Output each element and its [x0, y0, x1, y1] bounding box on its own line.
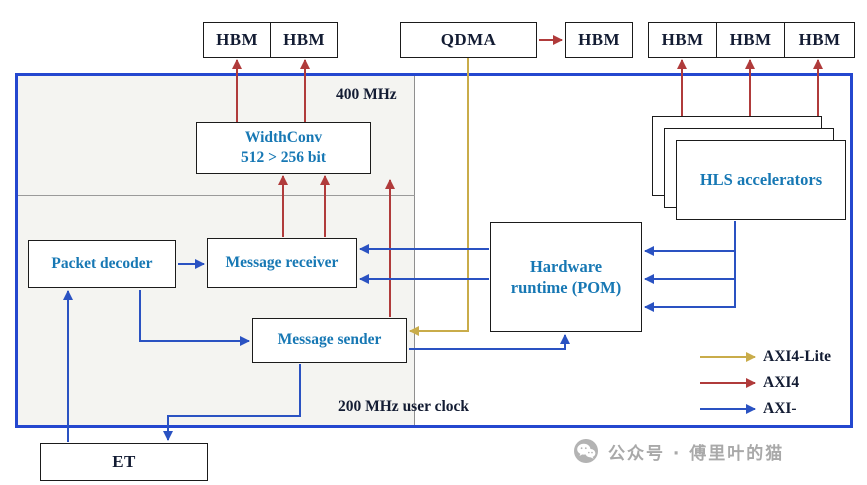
hbm-box-right-2: HBM: [716, 22, 785, 58]
clock-400mhz-label: 400 MHz: [336, 86, 397, 103]
hardware-runtime-module: Hardware runtime (POM): [490, 222, 642, 332]
hbm-box-left-1: HBM: [203, 22, 271, 58]
stream-sender-to-pom: [409, 334, 570, 350]
et-label: ET: [112, 452, 136, 471]
qdma-label: QDMA: [440, 30, 497, 49]
hbm-box-left-2: HBM: [270, 22, 338, 58]
fpga-region: [15, 73, 853, 428]
qdma-box: QDMA: [400, 22, 537, 58]
legend-label-axi4: AXI4: [763, 374, 800, 391]
widthconv-label: WidthConv: [244, 128, 323, 146]
watermark: 公众号 · 傅里叶的猫: [573, 438, 784, 464]
stream-decoder-to-sender: [139, 290, 250, 346]
hardware-runtime-sublabel: runtime (POM): [510, 278, 622, 297]
hbm-label: HBM: [729, 30, 772, 49]
hbm-box-mid: HBM: [565, 22, 633, 58]
legend-label-axistream: AXI-: [763, 400, 797, 417]
hardware-runtime-label: Hardware: [529, 256, 603, 276]
stream-sender-to-et: [163, 364, 301, 441]
hbm-box-right-3: HBM: [784, 22, 855, 58]
clock-200mhz-label: 200 MHz user clock: [338, 398, 470, 415]
widthconv-sublabel: 512 > 256 bit: [240, 149, 327, 166]
hbm-label: HBM: [661, 30, 704, 49]
widthconv-module: WidthConv 512 > 256 bit: [196, 122, 371, 174]
hbm-label: HBM: [798, 30, 841, 49]
packet-decoder-module: Packet decoder: [28, 240, 176, 288]
clock-domain-divider: [15, 195, 415, 196]
message-receiver-label: Message receiver: [225, 253, 339, 271]
hbm-label: HBM: [216, 30, 258, 49]
stream-hls-to-pom-1: [644, 221, 736, 256]
hbm-label: HBM: [578, 30, 620, 49]
axi4lite-qdma-to-sender: [409, 58, 469, 336]
hls-accelerators-label: HLS accelerators: [699, 170, 823, 190]
stream-hls-to-pom-3: [644, 279, 736, 312]
wechat-icon: [574, 439, 598, 463]
message-sender-module: Message sender: [252, 318, 407, 363]
stream-hls-to-pom-2: [644, 251, 736, 284]
hbm-box-right-1: HBM: [648, 22, 717, 58]
packet-decoder-label: Packet decoder: [51, 254, 153, 272]
legend-label-axi4lite: AXI4-Lite: [763, 348, 832, 365]
message-receiver-module: Message receiver: [207, 238, 357, 288]
hbm-label: HBM: [283, 30, 325, 49]
message-sender-label: Message sender: [277, 331, 382, 349]
hls-accelerators-module: HLS accelerators: [676, 140, 846, 220]
et-module: ET: [40, 443, 208, 481]
watermark-text: 公众号 · 傅里叶的猫: [608, 443, 785, 464]
